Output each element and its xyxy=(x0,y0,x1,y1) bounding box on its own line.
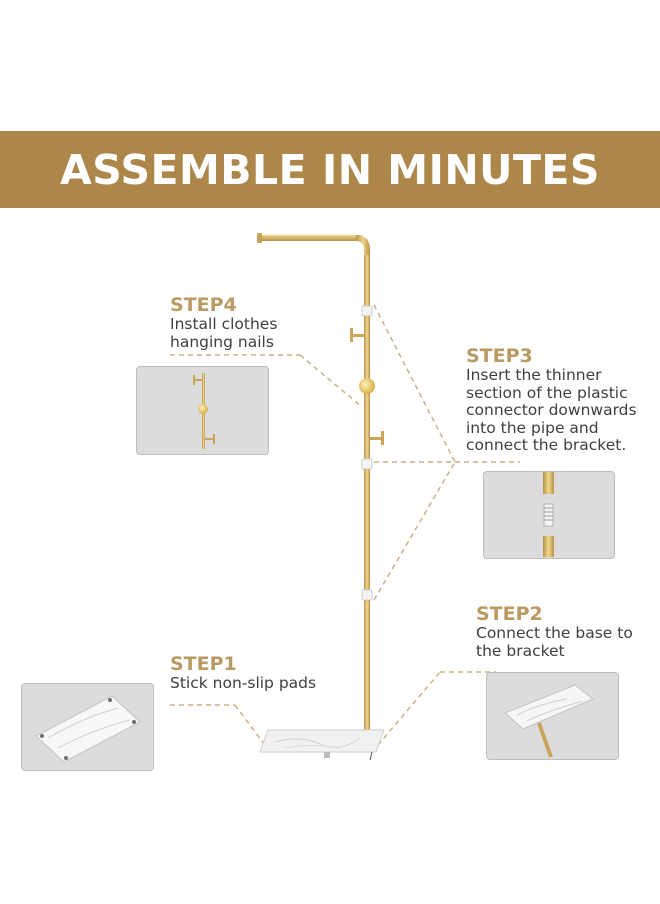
leader-step3-top xyxy=(373,304,456,463)
detail-card-base xyxy=(486,672,619,760)
detail-card-nails xyxy=(136,366,269,455)
base-detail-image xyxy=(504,684,594,758)
top-arm-end xyxy=(257,233,262,243)
nail-2 xyxy=(370,437,382,440)
nail-ball xyxy=(359,378,375,394)
connector-3 xyxy=(361,589,373,601)
step1-description: Stick non-slip pads xyxy=(170,674,317,692)
step3-description: Insert the thinner section of the plasti… xyxy=(466,366,637,454)
connector-detail-image xyxy=(543,472,554,557)
nail-1 xyxy=(352,334,364,337)
connector-1 xyxy=(361,305,373,317)
step4-description: Install clothes hanging nails xyxy=(170,315,278,351)
step1-title: STEP1 xyxy=(170,653,237,675)
banner-title: ASSEMBLE IN MINUTES xyxy=(60,145,600,194)
step1: STEP1 Stick non-slip pads xyxy=(170,653,316,693)
leader-step4-diag xyxy=(299,354,363,408)
step4: STEP4 Install clothes hanging nails xyxy=(170,294,277,351)
nails-detail-image xyxy=(193,373,215,449)
connector-2 xyxy=(361,458,373,470)
step2: STEP2 Connect the base to the bracket xyxy=(476,603,633,660)
detail-card-connector xyxy=(483,471,615,559)
top-arm xyxy=(259,235,363,241)
pole-seg-3 xyxy=(364,469,370,591)
step2-description: Connect the base to the bracket xyxy=(476,624,633,660)
leader-step3-low xyxy=(373,461,456,601)
nail-2-head xyxy=(381,431,384,445)
pole-seg-1 xyxy=(364,255,370,307)
detail-card-pads xyxy=(21,683,154,771)
leader-step2 xyxy=(371,671,441,753)
step3-title: STEP3 xyxy=(466,345,533,367)
pads-detail-image xyxy=(35,695,141,763)
marble-base xyxy=(259,729,385,761)
step3: STEP3 Insert the thinner section of the … xyxy=(466,345,637,455)
pole-seg-4 xyxy=(364,600,370,734)
nail-1-head xyxy=(350,328,353,342)
title-banner: ASSEMBLE IN MINUTES xyxy=(0,131,660,208)
step4-title: STEP4 xyxy=(170,294,237,316)
step2-title: STEP2 xyxy=(476,603,543,625)
